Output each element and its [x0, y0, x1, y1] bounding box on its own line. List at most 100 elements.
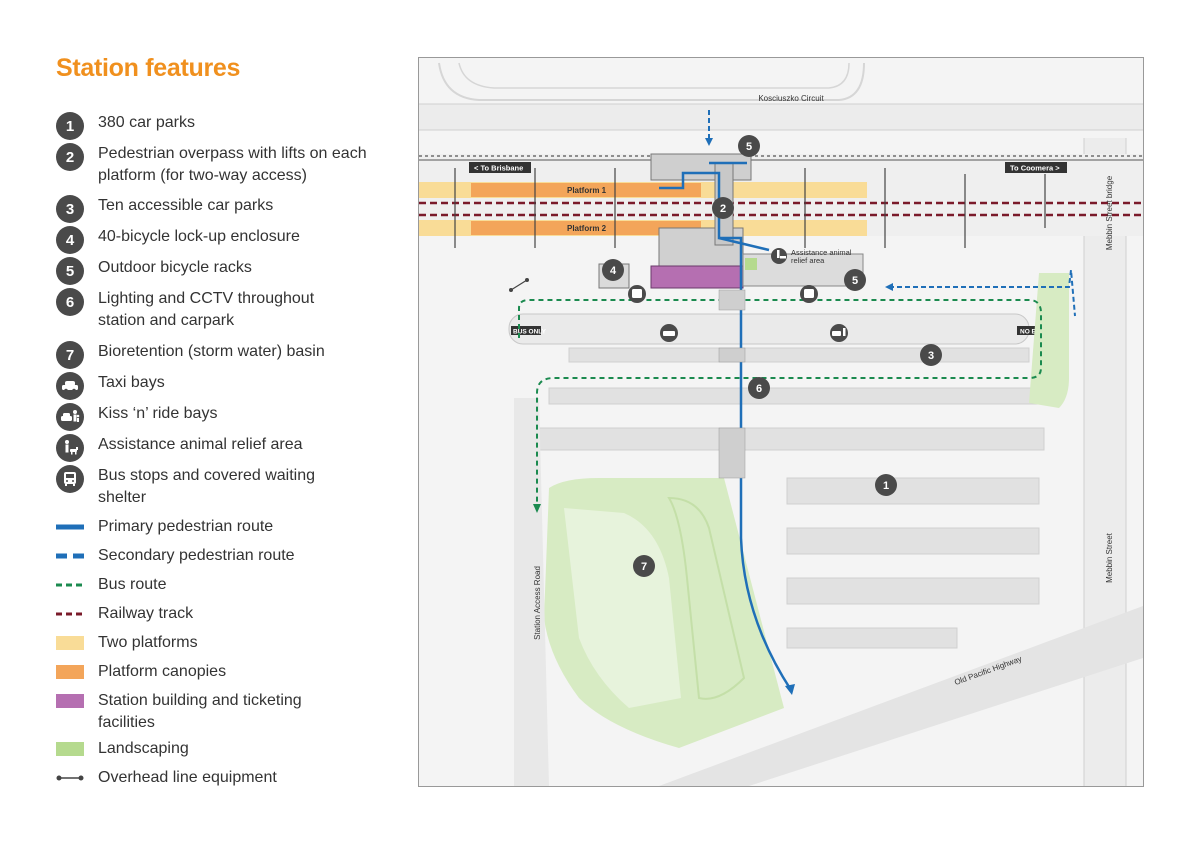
platform-2-label: Platform 2 — [567, 224, 607, 233]
legend-item-assistance-animal: Assistance animal relief area — [56, 434, 303, 462]
to-coomera-text: To Coomera > — [1010, 164, 1060, 173]
legend-item-lighting-cctv: 6 Lighting and CCTV throughout station a… — [56, 288, 348, 332]
to-brisbane-text: < To Brisbane — [474, 164, 523, 173]
map-bus-stop-1 — [628, 285, 646, 303]
legend-label: Railway track — [98, 605, 194, 622]
kosciuszko-label: Kosciuszko Circuit — [758, 94, 824, 103]
legend-item-primary-route: Primary pedestrian route — [56, 516, 273, 538]
station-access-road — [514, 398, 549, 786]
map-marker-7: 7 — [633, 555, 655, 577]
station-building-swatch — [56, 694, 84, 708]
svg-text:1: 1 — [883, 480, 889, 492]
legend-item-bus: Bus stops and covered waiting shelter — [56, 465, 328, 509]
legend-label: Pedestrian overpass with lifts on each p… — [98, 145, 367, 184]
railway-track-swatch — [56, 612, 84, 616]
legend-item-car-parks: 1 380 car parks — [56, 112, 195, 140]
station-map: Platform 1 Platform 2 < To Brisbane To C… — [418, 57, 1144, 787]
station-building — [650, 265, 744, 289]
assistance-animal-icon — [56, 434, 84, 462]
legend-label: Landscaping — [98, 740, 189, 757]
svg-text:3: 3 — [928, 350, 934, 362]
svg-text:6: 6 — [756, 383, 762, 395]
svg-text:5: 5 — [746, 141, 752, 153]
legend-item-bioretention: 7 Bioretention (storm water) basin — [56, 341, 325, 369]
bus-route — [518, 299, 1042, 508]
platform-1-label: Platform 1 — [567, 186, 607, 195]
legend-label: 40-bicycle lock-up enclosure — [98, 228, 300, 245]
legend-label: Station building and ticketing facilitie… — [98, 692, 302, 731]
no-entry-sign — [1017, 326, 1051, 335]
bus-only-text: BUS ONLY — [513, 329, 547, 336]
kosciuszko-road — [419, 104, 1143, 130]
bus-route-swatch — [56, 583, 84, 587]
legend-item-bicycle-racks: 5 Outdoor bicycle racks — [56, 257, 252, 285]
svg-text:2: 2 — [720, 203, 726, 215]
map-assistance-animal — [771, 248, 787, 264]
to-coomera-sign — [1005, 162, 1067, 173]
secondary-route-swatch — [56, 553, 84, 559]
map-marker-3: 3 — [920, 344, 942, 366]
legend-item-station-building: Station building and ticketing facilitie… — [56, 690, 318, 734]
assistance-label-2: relief area — [791, 256, 825, 265]
legend-label: Outdoor bicycle racks — [98, 259, 252, 276]
legend-label: Bus stops and covered waiting shelter — [98, 467, 316, 506]
legend-label: Primary pedestrian route — [98, 518, 274, 535]
map-taxi-bay — [660, 324, 678, 342]
legend-item-canopies: Platform canopies — [56, 661, 226, 683]
legend-title: Station features — [56, 54, 241, 82]
bus-icon — [56, 465, 84, 493]
kiss-n-ride-icon — [56, 403, 84, 431]
platform-swatch — [56, 636, 84, 650]
canopy-swatch — [56, 665, 84, 679]
svg-text:7: 7 — [641, 561, 647, 573]
canopy-2 — [471, 221, 701, 235]
legend-item-overpass: 2 Pedestrian overpass with lifts on each… — [56, 143, 388, 187]
map-marker-5-north: 5 — [738, 135, 760, 157]
legend-label: Bioretention (storm water) basin — [98, 343, 325, 360]
legend-label: Lighting and CCTV throughout station and… — [98, 290, 315, 329]
landscaping-swatch — [56, 742, 84, 756]
legend-item-bicycle-enclosure: 4 40-bicycle lock-up enclosure — [56, 226, 300, 254]
legend-label: Two platforms — [98, 634, 198, 651]
svg-text:4: 4 — [610, 265, 617, 277]
legend-label: Assistance animal relief area — [98, 436, 303, 453]
marker-badge: 1 — [56, 112, 84, 140]
taxi-icon — [56, 372, 84, 400]
marker-badge: 5 — [56, 257, 84, 285]
legend-item-ole: Overhead line equipment — [56, 767, 277, 789]
legend-item-landscaping: Landscaping — [56, 738, 189, 760]
ole-swatch — [56, 775, 84, 781]
legend-item-taxi: Taxi bays — [56, 372, 165, 400]
assistance-label-1: Assistance animal — [791, 248, 852, 257]
legend-item-accessible-parks: 3 Ten accessible car parks — [56, 195, 273, 223]
legend-label: Ten accessible car parks — [98, 197, 274, 214]
legend-item-bus-route: Bus route — [56, 574, 166, 596]
station-access-road-label: Station Access Road — [533, 566, 542, 640]
car-park-rows — [538, 347, 1050, 649]
mebbin-street — [1084, 138, 1126, 786]
marker-badge: 2 — [56, 143, 84, 171]
legend-label: Bus route — [98, 576, 167, 593]
mebbin-street-label: Mebbin Street — [1105, 532, 1114, 583]
marker-badge: 6 — [56, 288, 84, 316]
marker-badge: 7 — [56, 341, 84, 369]
legend-label: Overhead line equipment — [98, 769, 277, 786]
legend-label: Taxi bays — [98, 374, 165, 391]
legend-label: 380 car parks — [98, 114, 195, 131]
legend-label: Secondary pedestrian route — [98, 547, 295, 564]
map-marker-6: 6 — [748, 377, 770, 399]
marker-badge: 4 — [56, 226, 84, 254]
map-marker-1: 1 — [875, 474, 897, 496]
legend-item-secondary-route: Secondary pedestrian route — [56, 545, 295, 567]
map-kiss-n-ride — [830, 324, 848, 342]
ole-posts — [454, 168, 1046, 248]
legend-item-kiss-n-ride: Kiss ‘n’ ride bays — [56, 403, 217, 431]
marker-badge: 3 — [56, 195, 84, 223]
old-pacific-highway — [659, 606, 1143, 786]
map-marker-5-south: 5 — [844, 269, 866, 291]
legend-label: Kiss ‘n’ ride bays — [98, 405, 218, 422]
to-brisbane-sign — [469, 162, 531, 173]
legend-item-railway-track: Railway track — [56, 603, 193, 625]
mebbin-bridge-label: Mebbin Street bridge — [1105, 175, 1114, 250]
primary-route-swatch — [56, 524, 84, 530]
